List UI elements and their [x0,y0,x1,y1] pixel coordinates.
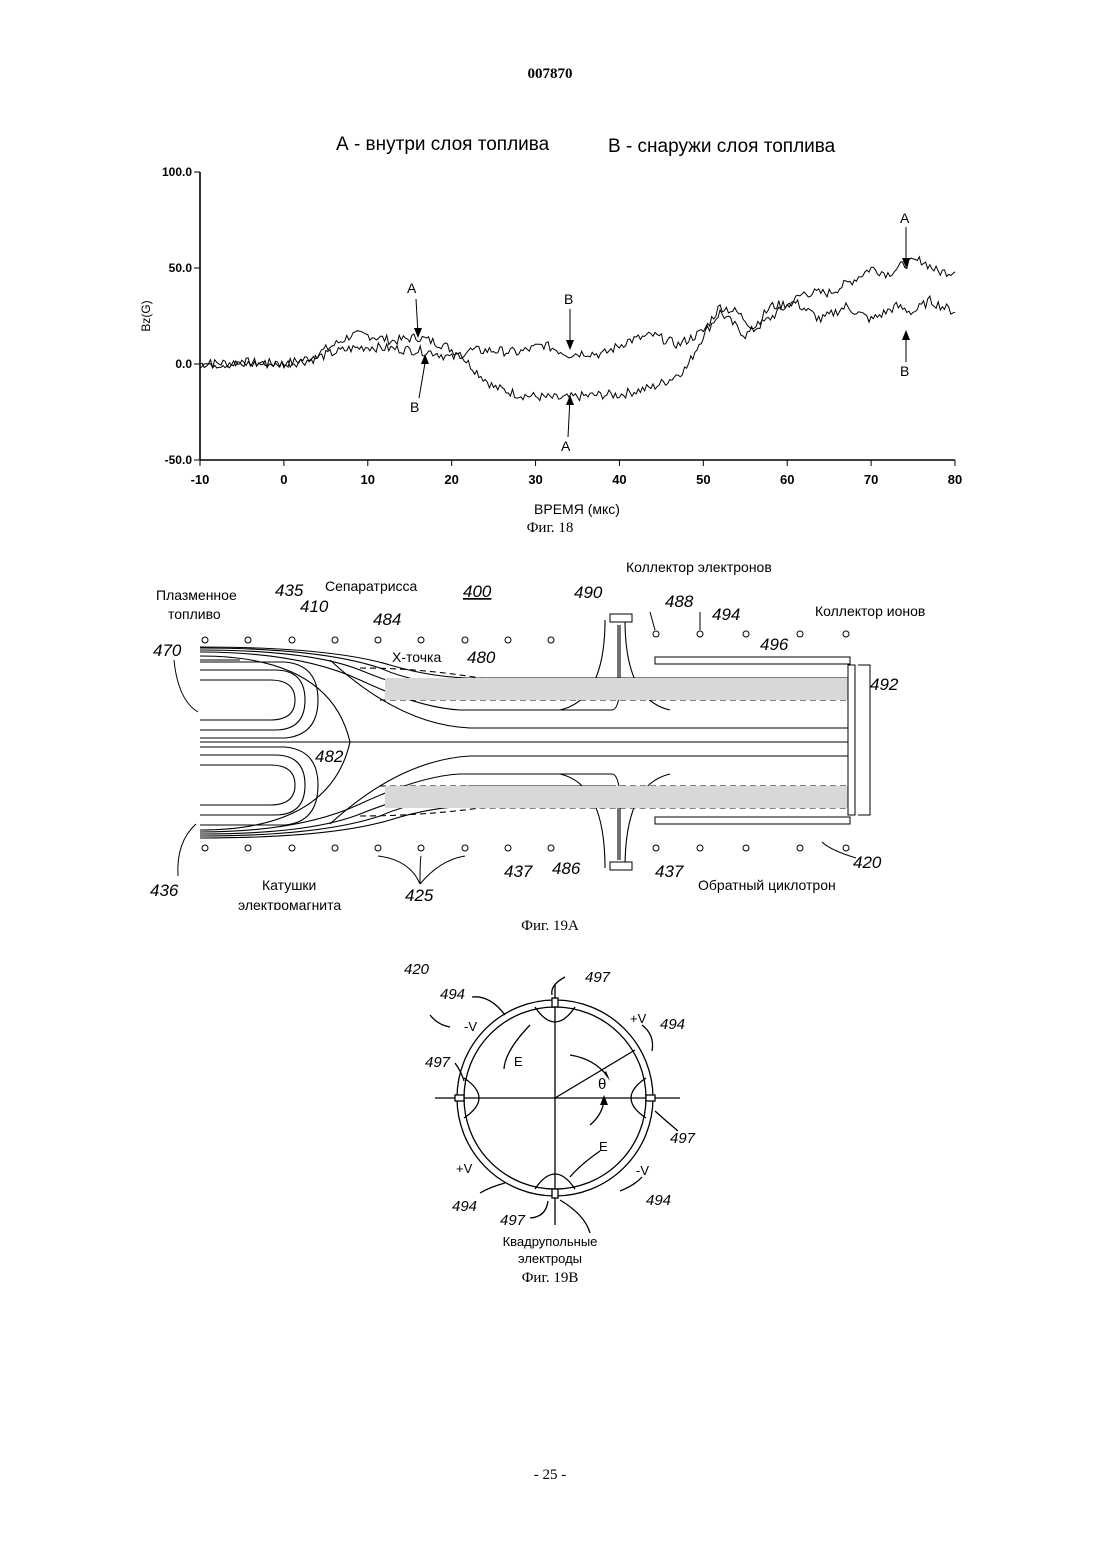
marker-b-1: B [410,399,419,415]
ref-496: 496 [760,635,789,654]
ref-488: 488 [665,592,694,611]
minus-v-bottom: -V [636,1163,649,1178]
ref-494-bl: 494 [452,1198,477,1215]
x-ticks: -10 0 10 20 30 40 50 60 70 80 [191,460,963,487]
ion-collector [848,665,855,815]
label-quadrupole-2: электроды [518,1251,582,1266]
figure-18-chart: А - внутри слоя топлива В - снаружи слоя… [0,120,1100,520]
marker-b-2: B [564,291,573,307]
ref-437b: 437 [655,862,684,881]
figure-19b-diagram: 420 494 494 494 494 497 497 497 497 -V +… [380,955,720,1275]
cyclotron-plate-bottom [655,817,850,824]
figure-19a-caption: Фиг. 19А [450,918,650,935]
label-plasma-fuel-2: топливо [168,606,221,622]
figure-18-caption: Фиг. 18 [450,520,650,537]
y-tick-label: 100.0 [162,165,192,179]
lower-beam [385,786,850,808]
ref-494: 494 [712,605,740,624]
e-field-bottom: E [599,1139,608,1154]
ref-410: 410 [300,597,329,616]
electron-collector-bottom [610,862,632,870]
ref-400: 400 [463,582,492,601]
y-tick-label: -50.0 [165,453,193,467]
marker-a-3: A [900,210,910,226]
upper-beam [385,678,850,700]
ref-437a: 437 [504,862,533,881]
x-tick-label: 30 [528,472,542,487]
y-tick-label: 50.0 [169,261,193,275]
x-tick-label: -10 [191,472,210,487]
ref-486: 486 [552,859,581,878]
page-number: - 25 - [0,1467,1100,1484]
series-a-line [200,257,955,401]
label-electron-collector: Коллектор электронов [626,559,772,575]
plus-v-bottom: +V [456,1161,473,1176]
ref-494-tr: 494 [660,1016,685,1033]
cyclotron-plate-top [655,657,850,664]
x-tick-label: 40 [612,472,626,487]
label-x-point: Х-точка [392,649,441,665]
figure-19a-diagram: Плазменное топливо Сепаратрисса Х-точка … [0,550,1100,910]
legend-a: А - внутри слоя топлива [336,134,550,155]
label-plasma-fuel-1: Плазменное [156,587,237,603]
ref-497-l: 497 [425,1054,451,1071]
ref-435: 435 [275,581,304,600]
label-separatrix: Сепаратрисса [325,578,418,594]
ref-425: 425 [405,886,434,905]
ref-494-br: 494 [646,1192,671,1209]
y-axis-label: Bz(G) [139,300,153,331]
legend-b: В - снаружи слоя топлива [608,136,836,157]
ref-497-t: 497 [585,969,611,986]
ref-482: 482 [315,747,344,766]
label-quadrupole-1: Квадрупольные [503,1234,598,1249]
ref-420: 420 [853,853,882,872]
ref-484: 484 [373,610,401,629]
ref-436: 436 [150,881,179,900]
electron-collector-top [610,614,632,622]
x-tick-label: 20 [444,472,458,487]
minus-v-top: -V [464,1019,477,1034]
label-coils-1: Катушки [262,877,316,893]
ref-470: 470 [153,641,182,660]
label-ion-collector: Коллектор ионов [815,603,925,619]
marker-b-3: B [900,363,909,379]
x-tick-label: 70 [864,472,878,487]
label-coils-2: электромагнита [238,897,341,910]
ref-420-b: 420 [404,961,430,978]
ref-492: 492 [870,675,899,694]
x-tick-label: 0 [280,472,287,487]
x-axis-label: ВРЕМЯ (мкс) [534,501,620,517]
e-field-top: E [514,1054,523,1069]
theta-symbol: θ [598,1076,606,1093]
label-reverse-cyclotron: Обратный циклотрон [698,877,836,893]
y-ticks: 100.0 50.0 0.0 -50.0 [162,165,200,467]
figure-19b-caption: Фиг. 19В [450,1270,650,1287]
marker-a-1: A [407,280,417,296]
plus-v-top: +V [630,1011,647,1026]
ref-497-r: 497 [670,1130,696,1147]
ref-480: 480 [467,648,496,667]
x-tick-label: 80 [948,472,962,487]
ref-497-b: 497 [500,1212,526,1229]
x-tick-label: 10 [361,472,375,487]
x-tick-label: 60 [780,472,794,487]
x-tick-label: 50 [696,472,710,487]
ref-494-tl: 494 [440,986,465,1003]
y-tick-label: 0.0 [175,357,192,371]
marker-a-2: A [561,438,571,454]
ref-490: 490 [574,583,603,602]
document-number: 007870 [0,66,1100,83]
